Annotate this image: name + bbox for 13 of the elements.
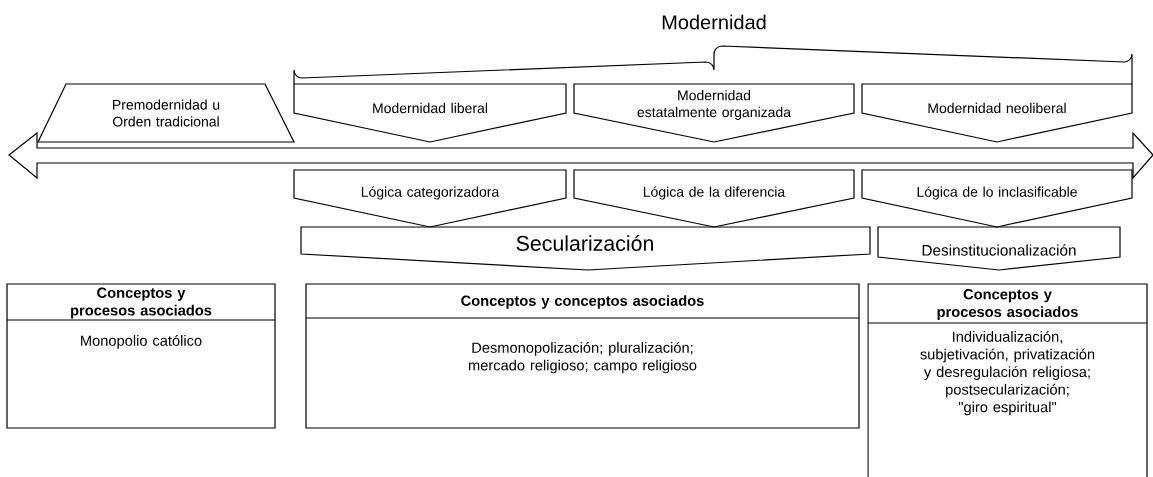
period-trapezoid: Premodernidad u Orden tradicional	[37, 83, 295, 143]
logic-pentagon: Lógica categorizadora	[293, 169, 567, 228]
logic-pentagon: Lógica de lo inclasificable	[861, 169, 1133, 228]
logic-pentagon: Lógica de la diferencia	[573, 169, 855, 228]
concept-table: Conceptos y procesos asociados Individualización, subjetivación, privatización y desregulación religiosa; postsecularización; "giro espiritual"	[867, 283, 1148, 477]
period-pentagon: Modernidad neoliberal	[861, 83, 1133, 143]
heading: Modernidad	[662, 14, 766, 30]
process-pentagon: Desinstitucionalización	[877, 226, 1121, 271]
period-pentagon: Modernidad liberal	[293, 83, 567, 143]
period-pentagon: Modernidad estatalmente organizada	[573, 83, 855, 143]
concept-table: Conceptos y conceptos asociados Desmonopolización; pluralización; mercado religioso; campo religioso	[305, 283, 860, 429]
concept-table: Conceptos y procesos asociados Monopolio católico	[6, 283, 276, 429]
process-pentagon: Secularización	[300, 226, 871, 271]
